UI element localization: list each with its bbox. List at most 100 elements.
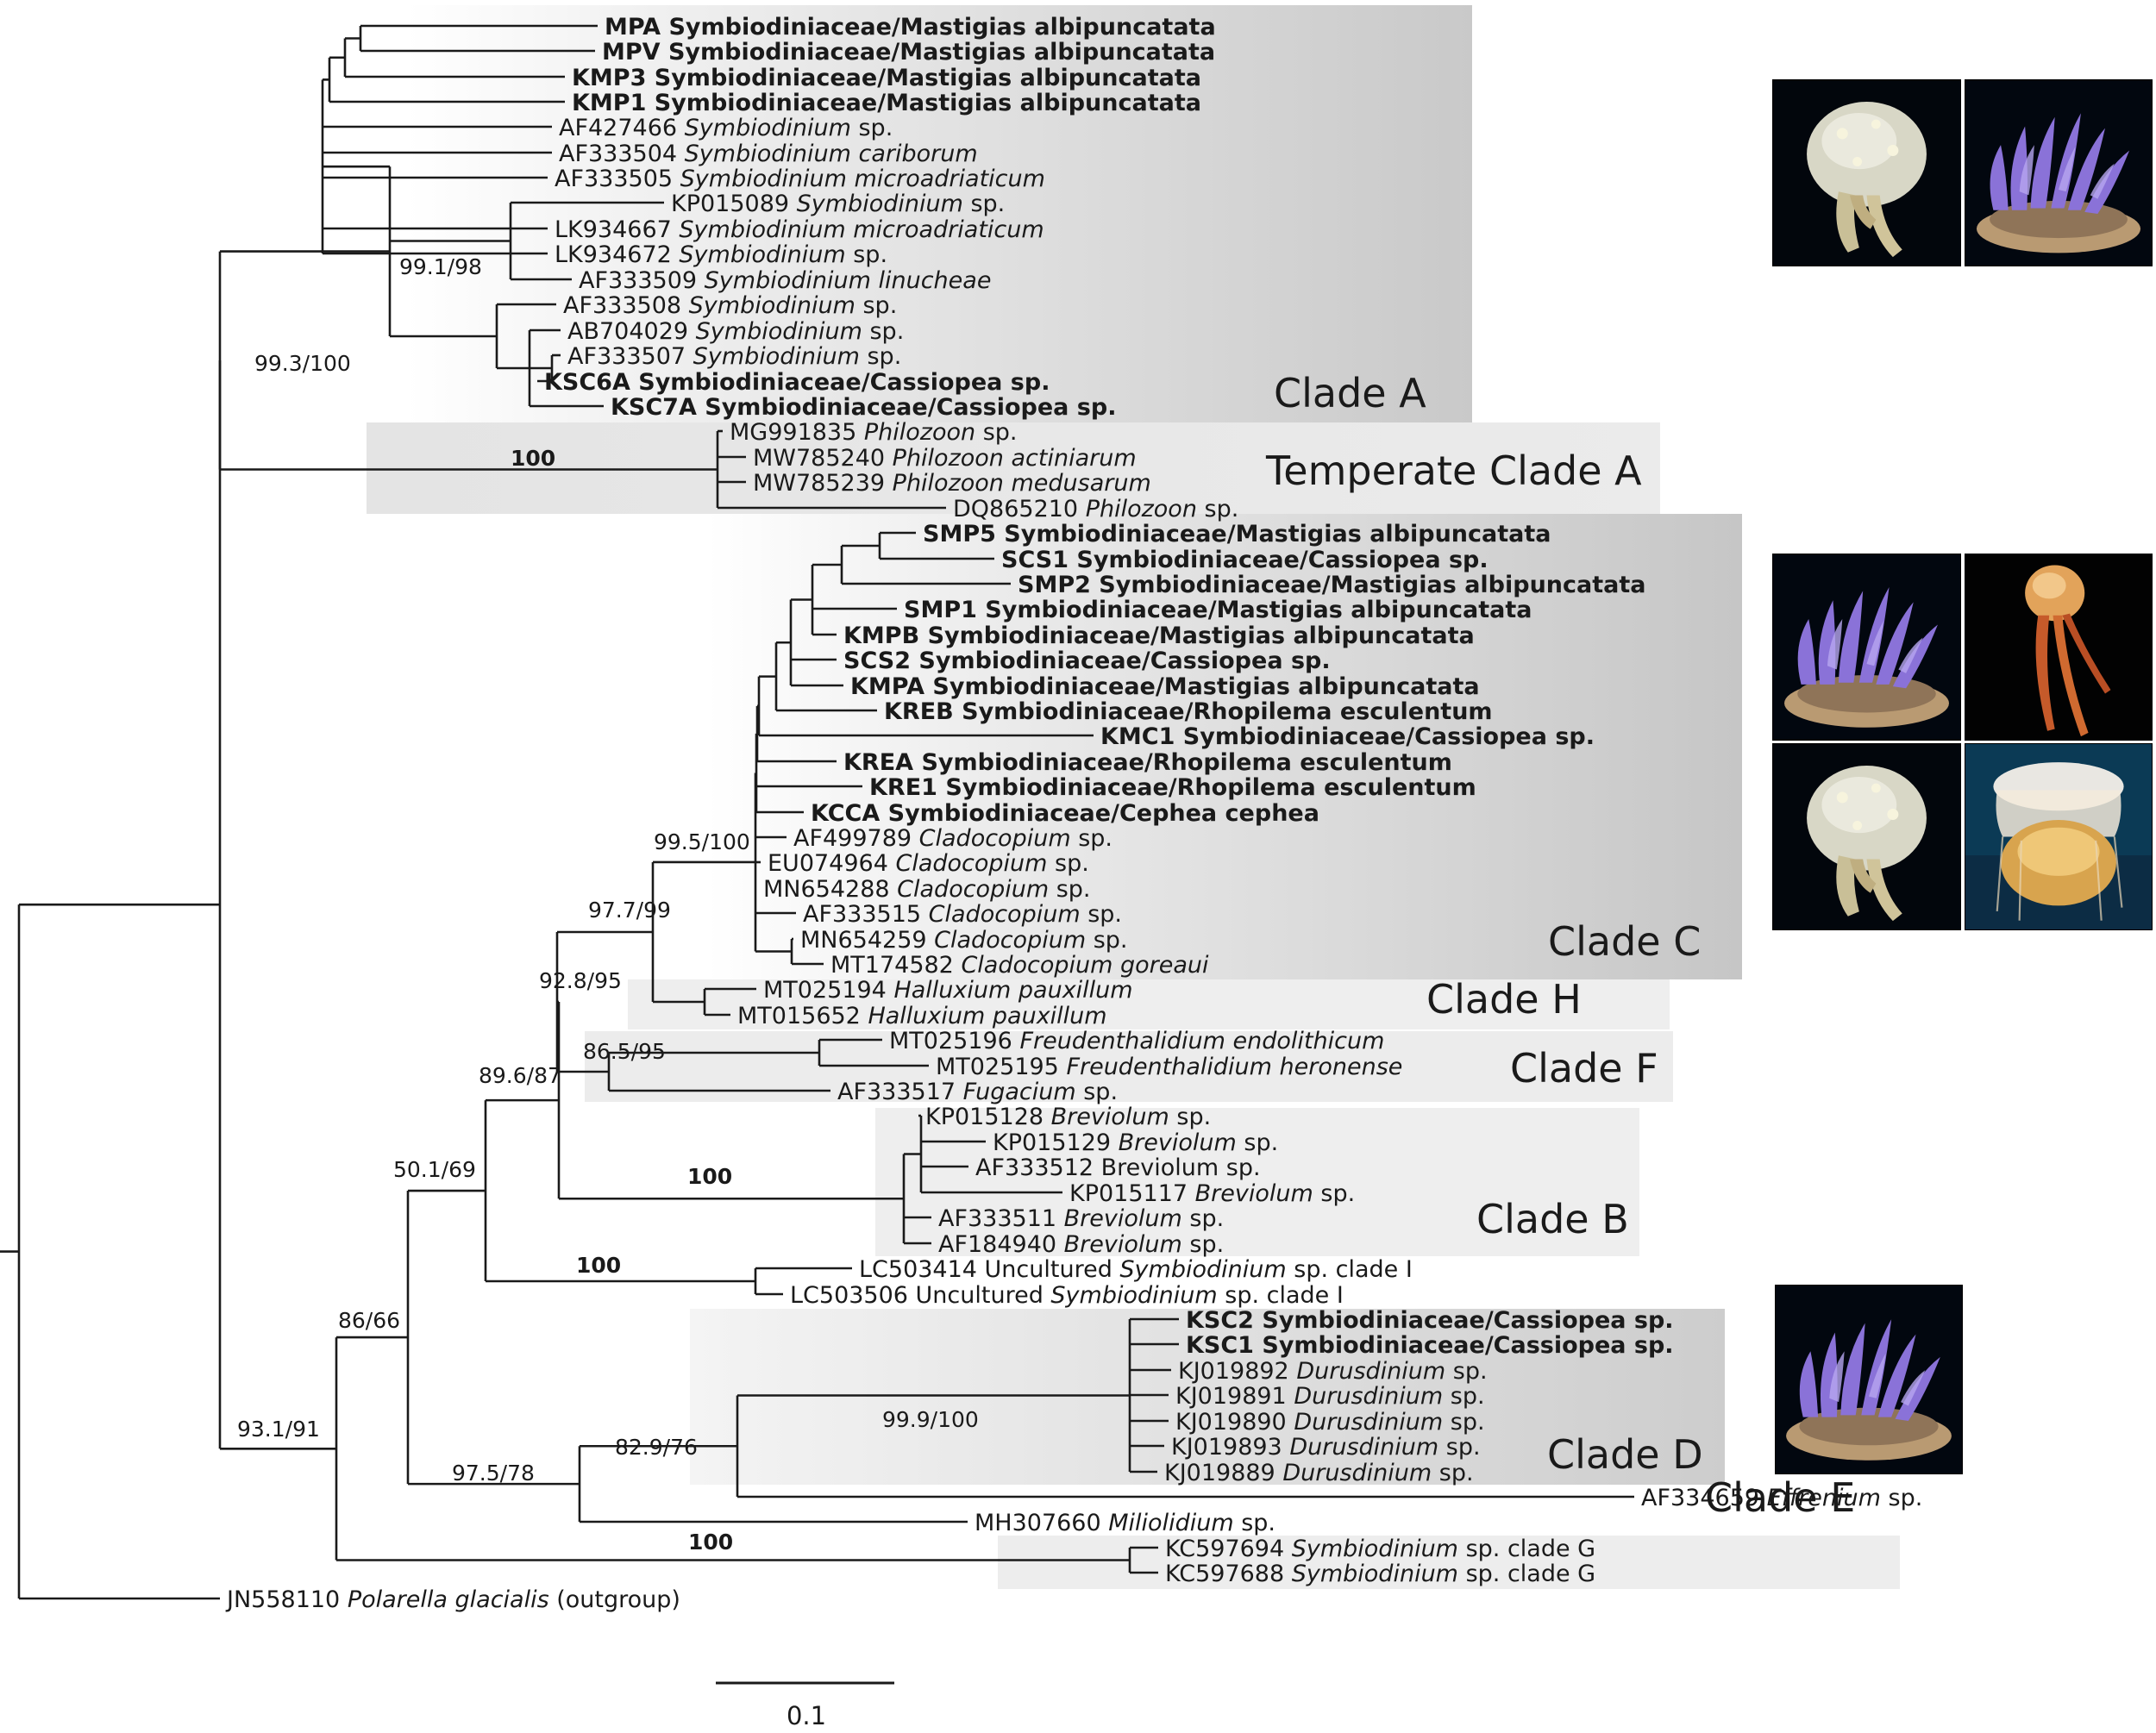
- support-value: 100: [511, 446, 555, 471]
- tip-label: SMP5 Symbiodiniaceae/Mastigias albipunca…: [923, 521, 1551, 547]
- tip-suffix: sp.: [1169, 1104, 1211, 1130]
- tip-taxon: Effrenium: [1767, 1485, 1881, 1511]
- tip-suffix: sp.: [1234, 1510, 1275, 1536]
- tip-label: KMPB Symbiodiniaceae/Mastigias albipunca…: [843, 623, 1475, 649]
- tip-label: AF333515 Cladocopium sp.: [803, 901, 1122, 928]
- tip-label: KMP3 Symbiodiniaceae/Mastigias albipunca…: [572, 65, 1201, 91]
- clade-shade-h: [628, 979, 1670, 1029]
- tip-accession: MT025196: [889, 1028, 1019, 1054]
- tip-label: KJ019890 Durusdinium sp.: [1175, 1409, 1485, 1436]
- tip-label: KREA Symbiodiniaceae/Rhopilema esculentu…: [843, 749, 1452, 776]
- tip-taxon: Durusdinium: [1289, 1434, 1438, 1461]
- tip-label: LC503414 Uncultured Symbiodinium sp. cla…: [859, 1256, 1413, 1283]
- tip-label: MPV Symbiodiniaceae/Mastigias albipuncat…: [602, 39, 1215, 66]
- clade-shading: [367, 5, 1900, 1589]
- tip-accession: KP015128: [925, 1104, 1051, 1130]
- tip-label: KP015089 Symbiodinium sp.: [671, 191, 1005, 217]
- tip-label: KSC1 Symbiodiniaceae/Cassiopea sp.: [1186, 1332, 1674, 1359]
- support-value: 99.1/98: [399, 254, 482, 279]
- tip-taxon: Symbiodinium cariborum: [685, 141, 978, 167]
- tip-suffix: sp.: [1047, 850, 1088, 877]
- tip-accession: AF184940: [938, 1231, 1064, 1258]
- tip-label: AF499789 Cladocopium sp.: [793, 825, 1112, 852]
- tip-accession: MT174582: [830, 952, 961, 979]
- tip-label: MW785239 Philozoon medusarum: [753, 470, 1151, 497]
- tree-branches: [0, 24, 1634, 1600]
- tip-accession: KSC6A: [544, 369, 638, 396]
- tip-taxon: Symbiodiniaceae/Cassiopea sp.: [1183, 723, 1595, 750]
- support-value: 97.5/78: [452, 1461, 535, 1486]
- tip-accession: KC597688: [1165, 1561, 1292, 1587]
- tip-label: MT025196 Freudenthalidium endolithicum: [889, 1028, 1384, 1054]
- jellyfish-photo: [1775, 1285, 1963, 1474]
- tip-suffix: sp.: [1076, 1079, 1118, 1105]
- tip-taxon: Symbiodiniaceae/Cassiopea sp.: [1076, 547, 1488, 573]
- tip-taxon: Symbiodiniaceae/Rhopilema esculentum: [921, 749, 1451, 776]
- tip-label: MPA Symbiodiniaceae/Mastigias albipuncat…: [605, 14, 1216, 41]
- tip-suffix: sp.: [1443, 1383, 1484, 1410]
- tip-taxon: Symbiodiniaceae/Mastigias albipuncatata: [928, 623, 1475, 649]
- tip-taxon: Breviolum: [1064, 1231, 1182, 1258]
- tip-accession: AF333517: [837, 1079, 963, 1105]
- tip-accession: AF333508: [563, 292, 689, 319]
- tip-taxon: Breviolum: [1064, 1205, 1182, 1232]
- tip-taxon: Symbiodiniaceae/Cephea cephea: [888, 800, 1319, 827]
- clade-label-e: Clade E: [1705, 1474, 1855, 1521]
- tip-label: AF333508 Symbiodinium sp.: [563, 292, 897, 319]
- tip-suffix: sp.: [1071, 825, 1112, 852]
- jellyfish-photo: [1772, 743, 1961, 930]
- tip-taxon: Symbiodiniaceae/Rhopilema esculentum: [945, 774, 1476, 801]
- tip-label: KJ019889 Durusdinium sp.: [1164, 1460, 1474, 1486]
- tip-taxon: Philozoon: [1086, 496, 1197, 522]
- tip-accession: AF333511: [938, 1205, 1064, 1232]
- tip-taxon: Cladocopium: [919, 825, 1071, 852]
- jellyfish-photo: [1965, 743, 2153, 930]
- tip-accession: MN654288: [763, 876, 897, 903]
- tip-taxon: Symbiodiniaceae/Cassiopea sp.: [1262, 1332, 1673, 1359]
- tip-label: KJ019893 Durusdinium sp.: [1171, 1434, 1481, 1461]
- tip-accession: KP015117: [1069, 1180, 1195, 1207]
- tip-taxon: Halluxium pauxillum: [868, 1003, 1106, 1029]
- tip-accession: KREA: [843, 749, 921, 776]
- support-value: 86.5/95: [583, 1039, 666, 1064]
- tip-label: MH307660 Miliolidium sp.: [975, 1510, 1275, 1536]
- tip-taxon: Symbiodiniaceae/Cassiopea sp.: [705, 394, 1116, 421]
- tip-taxon: Cladocopium: [897, 876, 1049, 903]
- tip-label: KJ019892 Durusdinium sp.: [1178, 1358, 1488, 1385]
- tip-labels: MPA Symbiodiniaceae/Mastigias albipuncat…: [225, 14, 1922, 1613]
- tip-accession: MW785239: [753, 470, 893, 497]
- tip-taxon: Breviolum: [1051, 1104, 1169, 1130]
- tip-taxon: Symbiodinium: [696, 318, 862, 345]
- tip-label: SMP2 Symbiodiniaceae/Mastigias albipunca…: [1018, 572, 1646, 598]
- tip-accession: AF334659: [1641, 1485, 1767, 1511]
- tip-taxon: Halluxium pauxillum: [893, 977, 1132, 1004]
- tip-suffix: sp.: [856, 292, 897, 319]
- tip-taxon: Symbiodiniaceae/Mastigias albipuncatata: [655, 90, 1201, 116]
- tip-accession: AF333512: [975, 1154, 1101, 1181]
- scale-bar: 0.1: [716, 1681, 894, 1730]
- tip-label: KSC7A Symbiodiniaceae/Cassiopea sp.: [611, 394, 1116, 421]
- tip-accession: MPA: [605, 14, 668, 41]
- jellyfish-photo: [1965, 79, 2153, 266]
- tip-suffix: sp.: [846, 241, 887, 268]
- clade-shade-g: [998, 1536, 1900, 1589]
- tip-label: LK934672 Symbiodinium sp.: [555, 241, 887, 268]
- tip-suffix: sp.: [1182, 1205, 1224, 1232]
- support-value: 100: [687, 1164, 732, 1189]
- tip-accession: DQ865210: [953, 496, 1086, 522]
- tip-accession: SMP5: [923, 521, 1004, 547]
- support-value: 99.9/100: [882, 1407, 979, 1432]
- tip-accession: KC597694: [1165, 1536, 1292, 1562]
- tip-label: KJ019891 Durusdinium sp.: [1175, 1383, 1485, 1410]
- tip-taxon: Cladocopium: [895, 850, 1047, 877]
- tip-label: MT025194 Halluxium pauxillum: [763, 977, 1133, 1004]
- tip-accession: MN654259: [800, 927, 934, 954]
- tip-prefix: Uncultured: [916, 1282, 1051, 1309]
- tip-accession: MG991835: [730, 419, 864, 446]
- tip-suffix: sp.: [1881, 1485, 1922, 1511]
- jellyfish-photo: [1772, 554, 1961, 741]
- tip-taxon: Durusdinium: [1294, 1383, 1443, 1410]
- tip-label: AF333517 Fugacium sp.: [837, 1079, 1118, 1105]
- tip-label: LC503506 Uncultured Symbiodinium sp. cla…: [790, 1282, 1344, 1309]
